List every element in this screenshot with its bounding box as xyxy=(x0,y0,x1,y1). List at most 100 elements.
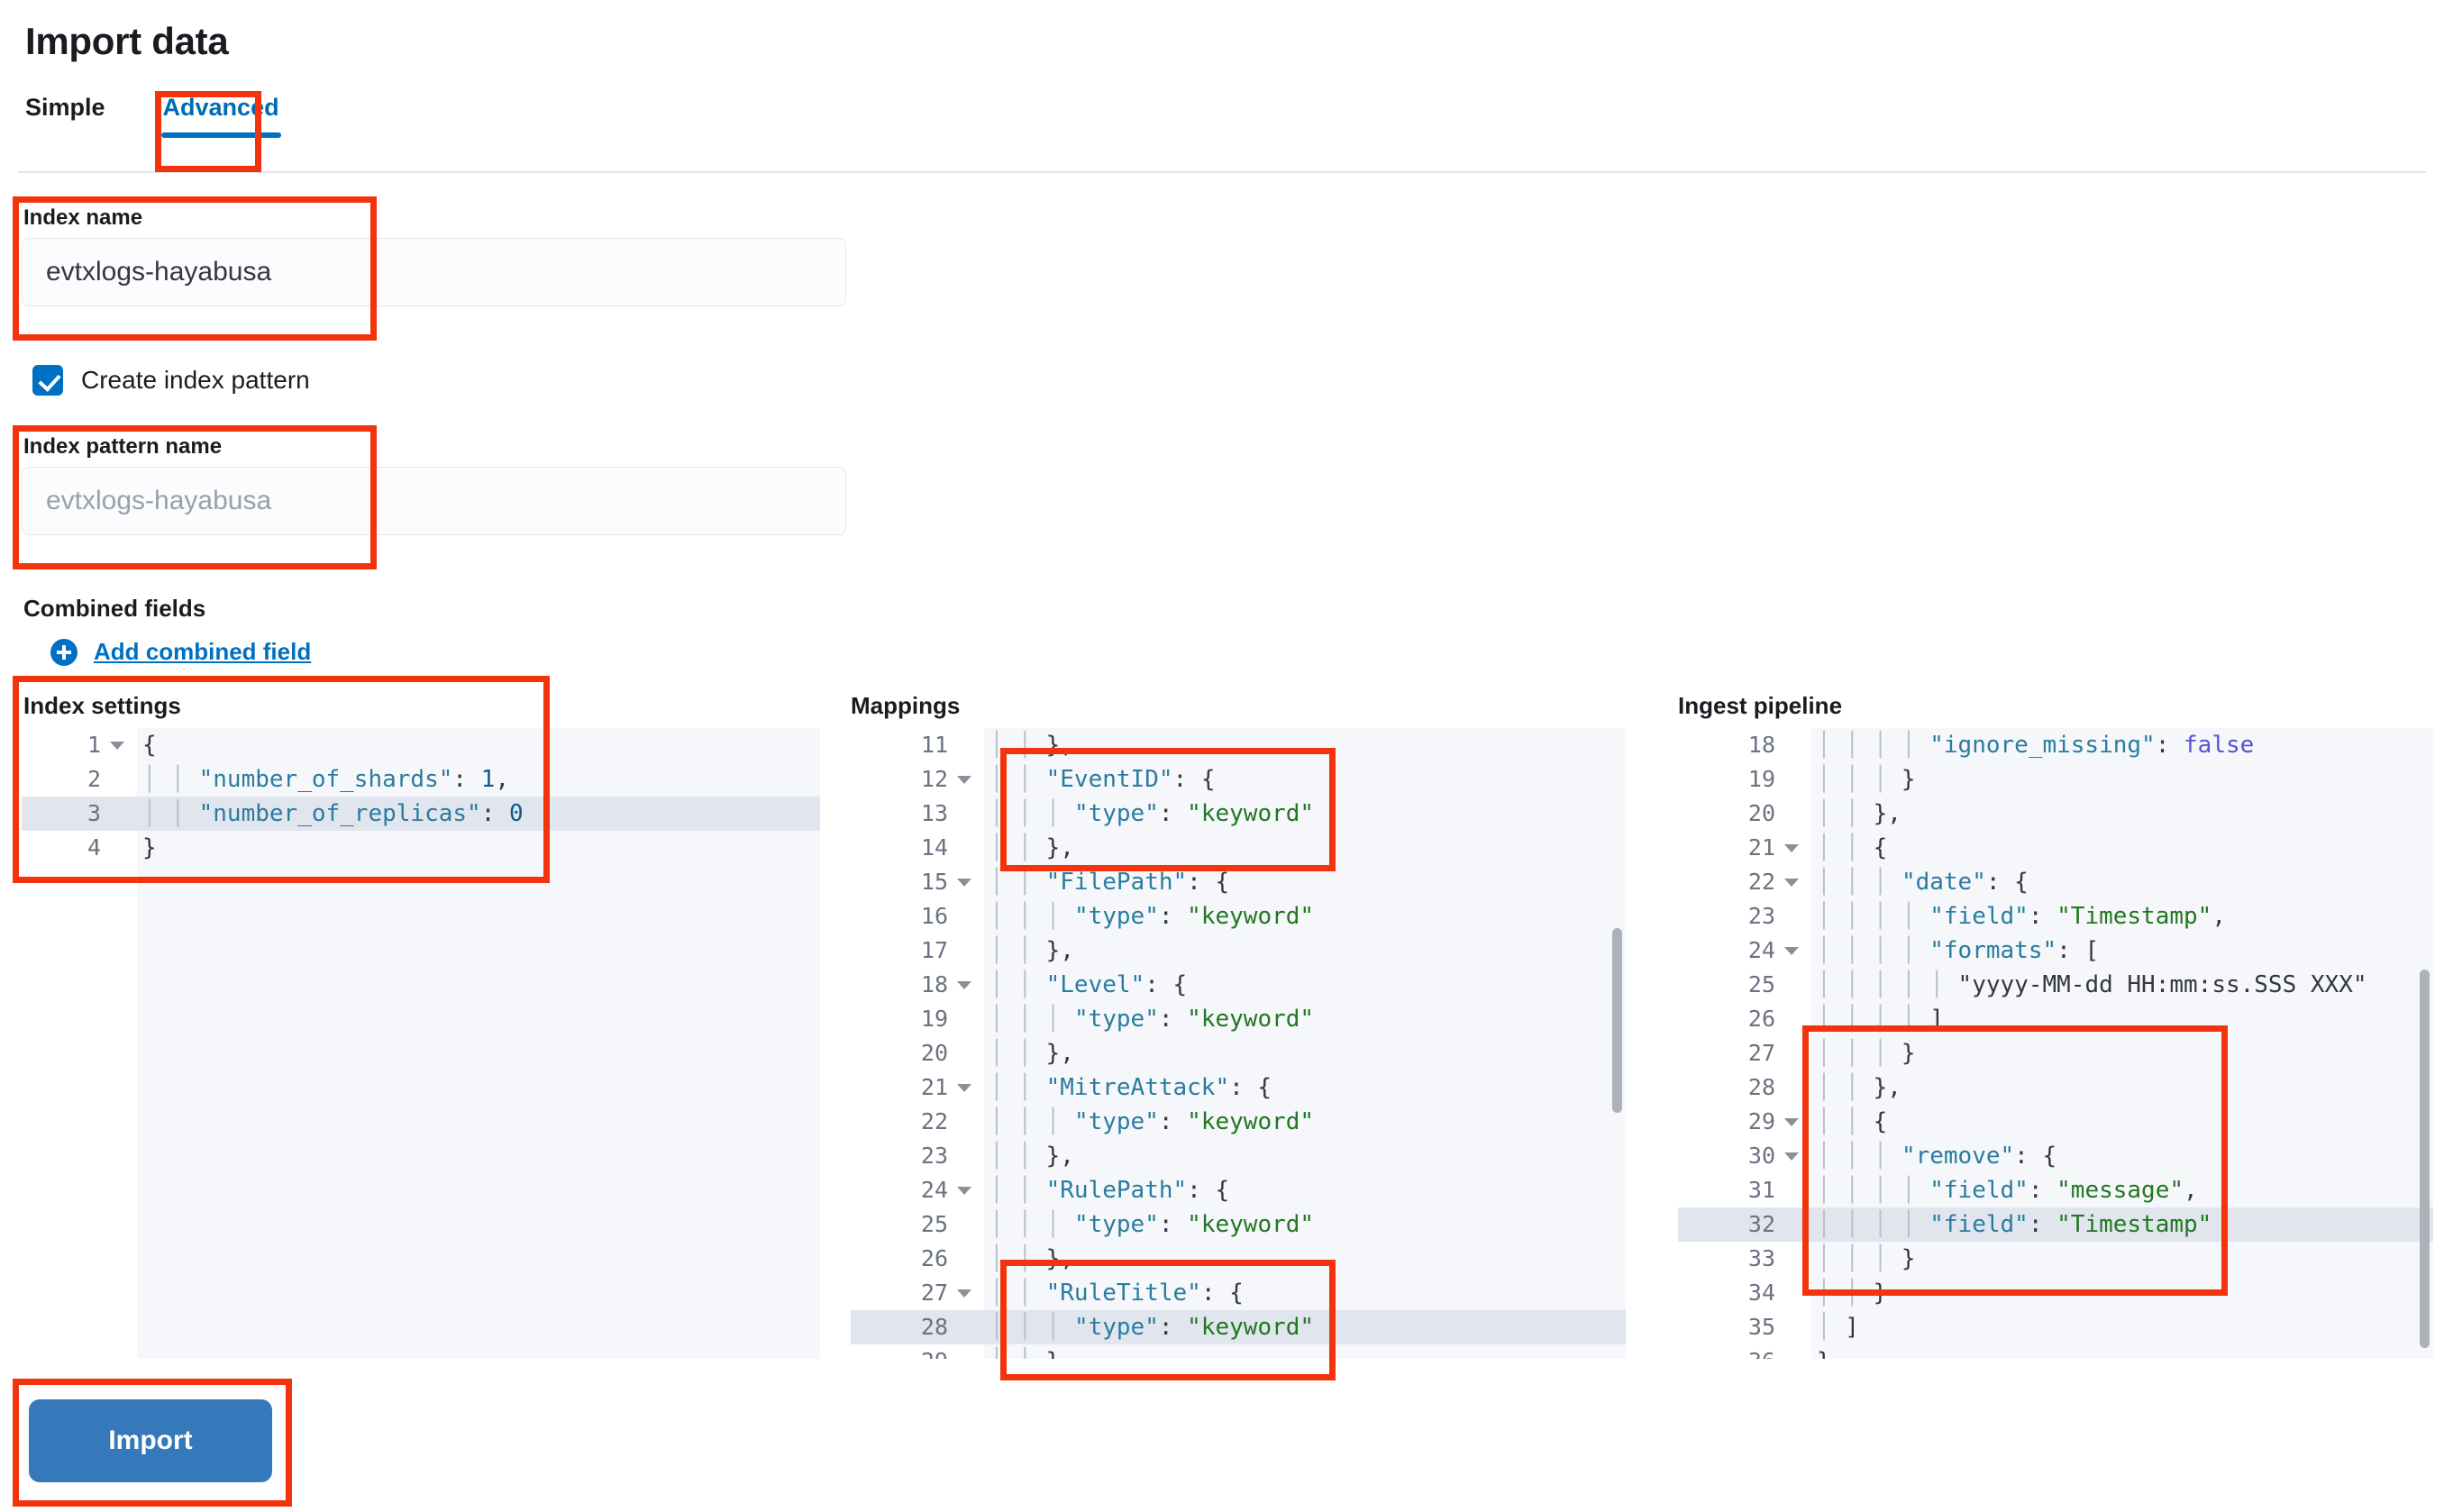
line-number: 33 xyxy=(1747,1245,1775,1271)
code-line[interactable]: 30│ │ │ "remove": { xyxy=(1678,1139,2433,1173)
code-text: │ │ } xyxy=(1817,1280,1888,1307)
line-number: 14 xyxy=(920,834,948,861)
fold-arrow-icon[interactable] xyxy=(957,1084,971,1092)
code-line[interactable]: 19│ │ │ } xyxy=(1678,762,2433,797)
editor-gutter xyxy=(22,728,137,1359)
code-text: │ │ │ "type": "keyword" xyxy=(989,1108,1315,1135)
code-line[interactable]: 13│ │ │ "type": "keyword" xyxy=(851,797,1626,831)
line-number: 29 xyxy=(851,1344,984,1359)
code-line[interactable]: 34│ │ } xyxy=(1678,1276,2433,1310)
code-line[interactable]: 11│ │ }, xyxy=(851,728,1626,762)
code-text: │ │ }, xyxy=(989,937,1074,964)
ingest-pipeline-scrollbar[interactable] xyxy=(2420,970,2430,1348)
fold-arrow-icon[interactable] xyxy=(957,879,971,887)
code-line[interactable]: 28│ │ │ "type": "keyword" xyxy=(851,1310,1626,1344)
code-line[interactable]: 36} xyxy=(1678,1344,2433,1359)
code-line[interactable]: 33│ │ │ } xyxy=(1678,1242,2433,1276)
line-number: 18 xyxy=(920,971,948,997)
code-line[interactable]: 23 │ │ }, xyxy=(851,1139,1626,1173)
line-number: 25 xyxy=(920,1211,948,1237)
mappings-scrollbar[interactable] xyxy=(1612,928,1622,1113)
code-line[interactable]: 3│ │ "number_of_replicas": 0 xyxy=(22,797,820,831)
code-text: │ │ │ "date": { xyxy=(1817,869,2029,896)
code-line[interactable]: 12│ │ "EventID": { xyxy=(851,762,1626,797)
line-number: 22 xyxy=(1747,869,1775,895)
code-line[interactable]: 26│ │ │ │ ] xyxy=(1678,1002,2433,1036)
fold-arrow-icon[interactable] xyxy=(1784,1152,1799,1161)
tab-simple[interactable]: Simple xyxy=(25,94,105,121)
code-line[interactable]: 16│ │ │ "type": "keyword" xyxy=(851,899,1626,934)
import-button[interactable]: Import xyxy=(29,1399,272,1482)
line-number: 24 xyxy=(920,1177,948,1203)
code-line[interactable]: 29│ │ { xyxy=(1678,1105,2433,1139)
tab-divider xyxy=(18,171,2426,173)
code-line[interactable]: 29│ │ }, xyxy=(851,1344,1626,1359)
code-line[interactable]: 28│ │ }, xyxy=(1678,1070,2433,1105)
code-text: │ │ │ "type": "keyword" xyxy=(989,1211,1315,1238)
fold-arrow-icon[interactable] xyxy=(1784,947,1799,955)
code-line[interactable]: 20│ │ }, xyxy=(851,1036,1626,1070)
add-combined-field-button[interactable]: Add combined field xyxy=(50,638,311,666)
code-text: │ │ "number_of_shards": 1, xyxy=(142,766,510,793)
code-line[interactable]: 23│ │ │ │ "field": "Timestamp", xyxy=(1678,899,2433,934)
code-line[interactable]: 26│ │ }, xyxy=(851,1242,1626,1276)
fold-arrow-icon[interactable] xyxy=(957,1289,971,1298)
code-line[interactable]: 21│ │ { xyxy=(1678,831,2433,865)
code-line[interactable]: 19│ │ │ "type": "keyword" xyxy=(851,1002,1626,1036)
code-line[interactable]: 17│ │ }, xyxy=(851,934,1626,968)
line-number: 23 xyxy=(920,1143,948,1169)
line-number: 20 xyxy=(1747,800,1775,826)
code-line[interactable]: 32│ │ │ │ "field": "Timestamp" xyxy=(1678,1207,2433,1242)
code-line[interactable]: 24│ │ "RulePath": { xyxy=(851,1173,1626,1207)
code-line[interactable]: 2│ │ "number_of_shards": 1, xyxy=(22,762,820,797)
code-line[interactable]: 27│ │ │ } xyxy=(1678,1036,2433,1070)
code-line[interactable]: 18│ │ │ │ "ignore_missing": false xyxy=(1678,728,2433,762)
code-line[interactable]: 22 │ │ │ "date": { xyxy=(1678,865,2433,899)
code-text: │ │ }, xyxy=(989,1143,1074,1170)
line-number: 26 xyxy=(1747,1006,1775,1032)
fold-arrow-icon[interactable] xyxy=(110,742,124,750)
index-settings-editor[interactable]: 1{2│ │ "number_of_shards": 1,3│ │ "numbe… xyxy=(22,728,820,1359)
code-line[interactable]: 21 │ │ "MitreAttack": { xyxy=(851,1070,1626,1105)
fold-arrow-icon[interactable] xyxy=(957,1187,971,1195)
index-name-input[interactable]: evtxlogs-hayabusa xyxy=(22,238,846,306)
code-line[interactable]: 27│ │ "RuleTitle": { xyxy=(851,1276,1626,1310)
code-line[interactable]: 15│ │ "FilePath": { xyxy=(851,865,1626,899)
code-text: │ │ "Level": { xyxy=(989,971,1188,998)
code-line[interactable]: 22 │ │ │ "type": "keyword" xyxy=(851,1105,1626,1139)
editor-gutter xyxy=(851,728,984,1359)
code-line[interactable]: 24│ │ │ │ "formats": [ xyxy=(1678,934,2433,968)
code-line[interactable]: 31│ │ │ │ "field": "message", xyxy=(1678,1173,2433,1207)
code-line[interactable]: 18 │ │ "Level": { xyxy=(851,968,1626,1002)
fold-arrow-icon[interactable] xyxy=(957,776,971,784)
mappings-editor[interactable]: 11│ │ },12│ │ "EventID": {13│ │ │ "type"… xyxy=(851,728,1626,1359)
code-text: } xyxy=(1811,1344,2433,1359)
fold-arrow-icon[interactable] xyxy=(1784,879,1799,887)
code-text: │ │ │ "type": "keyword" xyxy=(989,1006,1315,1033)
code-text: │ │ "MitreAttack": { xyxy=(989,1074,1272,1101)
create-index-pattern-row[interactable]: Create index pattern xyxy=(32,365,310,396)
create-index-pattern-checkbox[interactable] xyxy=(32,365,63,396)
code-line[interactable]: 1{ xyxy=(22,728,820,762)
mappings-label: Mappings xyxy=(851,692,961,719)
ingest-pipeline-label: Ingest pipeline xyxy=(1678,692,1843,719)
index-pattern-name-input[interactable]: evtxlogs-hayabusa xyxy=(22,467,846,535)
code-text: │ │ │ │ "ignore_missing": false xyxy=(1817,732,2255,759)
fold-arrow-icon[interactable] xyxy=(1784,844,1799,852)
code-line[interactable]: 25 │ │ │ "type": "keyword" xyxy=(851,1207,1626,1242)
code-line[interactable]: 14│ │ }, xyxy=(851,831,1626,865)
code-text: │ │ │ "type": "keyword" xyxy=(989,800,1315,827)
line-number: 21 xyxy=(920,1074,948,1100)
fold-arrow-icon[interactable] xyxy=(1784,1118,1799,1126)
code-line[interactable]: 4} xyxy=(22,831,820,865)
code-line[interactable]: 20│ │ }, xyxy=(1678,797,2433,831)
line-number: 31 xyxy=(1747,1177,1775,1203)
code-text: │ │ }, xyxy=(989,732,1074,759)
page-title: Import data xyxy=(25,20,229,62)
code-line[interactable]: 35│ ] xyxy=(1678,1310,2433,1344)
fold-arrow-icon[interactable] xyxy=(957,981,971,989)
code-line[interactable]: 25│ │ │ │ │ "yyyy-MM-dd HH:mm:ss.SSS XXX… xyxy=(1678,968,2433,1002)
tab-advanced[interactable]: Advanced xyxy=(134,94,310,138)
line-number: 22 xyxy=(920,1108,948,1134)
